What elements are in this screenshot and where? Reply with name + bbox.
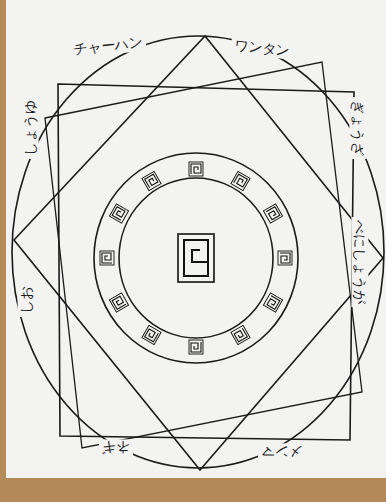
topping-label: ぎょうざ	[350, 97, 367, 159]
inner-square	[58, 84, 354, 440]
key-pattern-ring	[100, 162, 292, 354]
wood-table	[6, 478, 386, 502]
topping-label: しお	[18, 283, 35, 317]
ring-inner	[119, 178, 273, 338]
topping-label: ネギ	[99, 440, 133, 457]
diamond-square	[14, 36, 383, 470]
center-spiral	[178, 234, 214, 282]
topping-label: しょうゆ	[22, 97, 39, 159]
topping-label: チャーハン	[69, 34, 146, 59]
topping-label: メンマ	[258, 444, 306, 461]
tilted-square	[45, 62, 362, 448]
topping-label: べにしょうが	[352, 217, 369, 307]
paper-sheet	[6, 0, 386, 480]
ring-outer	[94, 153, 298, 363]
topping-label: ワンタン	[230, 36, 293, 59]
outer-circle	[12, 36, 384, 468]
